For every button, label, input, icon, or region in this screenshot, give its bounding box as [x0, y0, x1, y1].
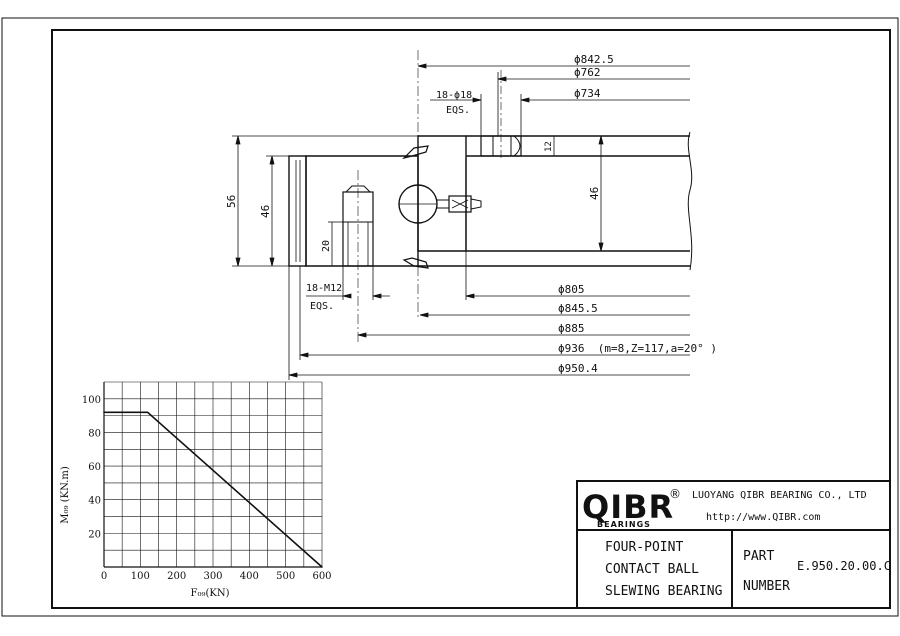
y-tick-label: 100 [82, 395, 101, 406]
part-number: E.950.20.00.C [797, 559, 891, 573]
y-tick-label: 20 [88, 529, 101, 540]
chart-grid [104, 381, 323, 567]
chart-y-label: M₀₉ (KN.m) [60, 466, 71, 524]
bearing-cross-section [288, 50, 693, 345]
chart-y-tick-labels: 20 40 60 80 100 [82, 395, 101, 541]
description-line-3: SLEWING BEARING [605, 584, 723, 599]
dim-eqs-bottom: EQS. [310, 301, 334, 312]
dim-46-left: 46 [259, 205, 272, 218]
dim-805: ϕ805 [558, 283, 585, 296]
bottom-seal [402, 257, 429, 269]
title-block: QIBR ® BEARINGS LUOYANG QIBR BEARING CO.… [576, 480, 891, 609]
top-seal [402, 145, 429, 160]
title-block-border [576, 480, 891, 609]
page-border [1, 17, 899, 617]
drawing-frame [51, 29, 891, 609]
x-tick-label: 300 [203, 571, 222, 582]
y-tick-label: 60 [88, 462, 101, 473]
load-curve-point [146, 411, 149, 414]
chart-x-tick-labels: 0 100 200 300 400 500 600 [101, 571, 332, 582]
chart-x-label: F₀₉(KN) [191, 588, 230, 599]
dim-20: 20 [321, 240, 332, 252]
dim-762: ϕ762 [574, 66, 601, 79]
dim-46-right: 46 [588, 187, 601, 200]
y-tick-label: 80 [88, 428, 101, 439]
x-tick-label: 500 [276, 571, 295, 582]
company-website: http://www.QIBR.com [706, 512, 820, 523]
load-curve-point [103, 411, 105, 414]
description-line-1: FOUR-POINT [605, 540, 683, 555]
chart-series [103, 411, 323, 568]
x-tick-label: 600 [312, 571, 331, 582]
logo-text: QIBR [582, 488, 674, 526]
dimension-lines [232, 63, 690, 380]
part-label-2: NUMBER [743, 579, 790, 594]
x-tick-label: 200 [167, 571, 186, 582]
company-logo: QIBR ® BEARINGS [582, 487, 681, 529]
x-tick-label: 100 [131, 571, 150, 582]
dim-holes-top: 18-ϕ18 [436, 90, 472, 101]
x-tick-label: 400 [240, 571, 259, 582]
dim-12: 12 [544, 141, 554, 152]
dimension-labels: ϕ842.5 ϕ762 ϕ734 18-ϕ18 EQS. 12 46 56 46… [225, 53, 717, 375]
dim-885: ϕ885 [558, 322, 585, 335]
description-line-2: CONTACT BALL [605, 562, 699, 577]
dim-845: ϕ845.5 [558, 302, 598, 315]
logo-subtitle: BEARINGS [597, 520, 651, 529]
y-tick-label: 40 [88, 496, 101, 507]
x-tick-label: 0 [101, 571, 107, 582]
registered-mark: ® [669, 487, 681, 501]
part-label-1: PART [743, 549, 774, 564]
company-name: LUOYANG QIBR BEARING CO., LTD [692, 490, 867, 501]
inner-ring [417, 135, 467, 252]
gear-teeth [288, 155, 307, 267]
dim-holes-bottom: 18-M12 [306, 283, 342, 294]
dim-842: ϕ842.5 [574, 53, 614, 66]
dim-eqs-top: EQS. [446, 105, 470, 116]
dim-734: ϕ734 [574, 87, 601, 100]
dim-56: 56 [225, 195, 238, 208]
load-curve-point [321, 566, 323, 568]
dim-950: ϕ950.4 [558, 362, 598, 375]
dim-936: ϕ936 (m=8,Z=117,a=20° ) [558, 342, 717, 355]
